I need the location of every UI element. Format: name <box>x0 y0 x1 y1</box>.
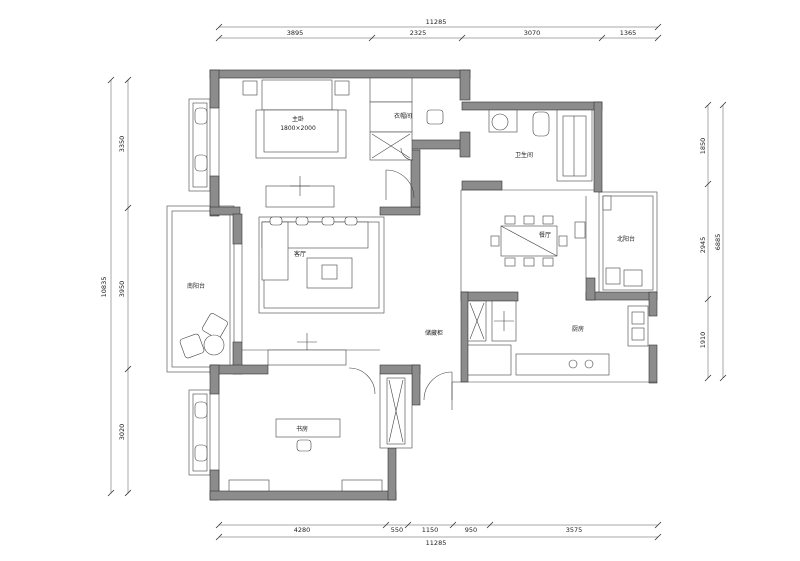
south-balcony-furniture <box>179 313 228 359</box>
label-living: 客厅 <box>294 250 306 258</box>
counter-bottom <box>515 353 610 376</box>
shower <box>556 109 593 182</box>
kitchen-fixtures <box>467 300 649 376</box>
washer <box>605 267 621 285</box>
bathroom-fixtures <box>488 109 593 182</box>
label-bathroom: 卫生间 <box>515 151 533 159</box>
right-dimensions: 1850 2945 1910 6885 <box>699 101 727 382</box>
entry-area <box>348 367 453 401</box>
toilet <box>532 111 550 137</box>
living-room-furniture <box>258 216 385 366</box>
closet-chair <box>426 109 444 125</box>
label-study: 书房 <box>296 425 308 433</box>
left-total-dim: 10835 <box>100 277 108 298</box>
bottom-seg-5: 3575 <box>566 526 583 534</box>
bottom-total-dim: 11285 <box>426 539 447 547</box>
top-dimensions: 11285 3895 2325 3070 1365 <box>215 18 662 42</box>
study-chair <box>296 439 312 452</box>
left-seg-3: 3020 <box>118 424 126 441</box>
study-furniture <box>194 373 413 492</box>
bottom-seg-2: 550 <box>391 526 403 534</box>
north-balcony-fixtures <box>602 195 643 287</box>
dining-furniture <box>490 215 586 267</box>
label-south-balcony: 南阳台 <box>187 282 205 290</box>
top-seg-4: 1365 <box>620 29 637 37</box>
left-dimensions: 10835 3350 3950 3020 <box>100 76 132 497</box>
inner-lines <box>218 78 657 491</box>
balconies <box>166 98 658 476</box>
label-closet: 衣帽间 <box>394 112 412 120</box>
label-master-bedroom: 主卧 <box>292 115 304 123</box>
closet-desk <box>369 101 413 133</box>
nightstand-left <box>242 80 258 96</box>
tv-cabinet <box>267 349 347 366</box>
room-labels: 主卧 1800×2000 衣帽间 卫生间 餐厅 北阳台 客厅 南阳台 储藏柜 厨… <box>187 112 635 433</box>
label-bed-size: 1800×2000 <box>280 125 316 132</box>
left-seg-2: 3950 <box>118 281 126 298</box>
coffee-table <box>306 257 353 289</box>
walls <box>209 69 658 501</box>
lower-cabinet <box>467 344 512 376</box>
right-seg-2: 2945 <box>699 237 707 254</box>
top-seg-2: 2325 <box>410 29 427 37</box>
bottom-dimensions: 4280 550 1150 950 3575 11285 <box>215 521 662 547</box>
right-seg-1: 1850 <box>699 138 707 155</box>
nightstand-right <box>334 80 350 96</box>
master-bedroom-furniture <box>194 77 444 208</box>
bottom-seg-1: 4280 <box>294 526 311 534</box>
label-storage: 储藏柜 <box>425 329 443 337</box>
study-desk <box>275 418 341 438</box>
closet-wardrobe-top <box>369 77 413 103</box>
label-kitchen: 厨房 <box>572 325 584 333</box>
bottom-seg-4: 950 <box>465 526 477 534</box>
kitchen-sink <box>627 305 649 347</box>
label-dining: 餐厅 <box>539 231 551 239</box>
top-total-dim: 11285 <box>426 18 447 26</box>
bed-headboard <box>261 79 333 111</box>
top-seg-1: 3895 <box>287 29 304 37</box>
left-seg-1: 3350 <box>118 136 126 153</box>
dining-sideboard <box>574 221 586 239</box>
sofa-chaise <box>261 221 289 281</box>
label-north-balcony: 北阳台 <box>617 235 635 243</box>
bottom-seg-3: 1150 <box>422 526 439 534</box>
right-total-dim: 6885 <box>714 234 722 251</box>
right-seg-3: 1910 <box>699 332 707 349</box>
top-seg-3: 3070 <box>524 29 541 37</box>
